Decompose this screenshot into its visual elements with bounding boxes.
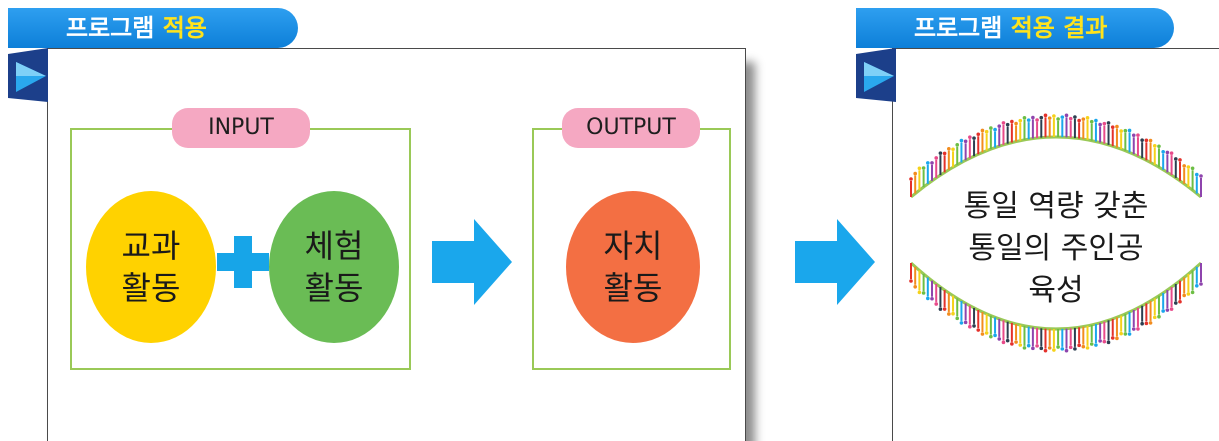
right-arrow-icon (795, 219, 875, 305)
output-label: OUTPUT (562, 108, 700, 148)
tab-program-result: 프로그램 적용 결과 (856, 8, 1174, 48)
tab-title-accent: 적용 결과 (1010, 14, 1108, 42)
plus-icon (217, 236, 269, 288)
tab-title-accent: 적용 (162, 14, 207, 42)
result-text: 통일 역량 갖춘 통일의 주인공 육성 (963, 189, 1149, 308)
right-arrow-icon (432, 219, 512, 305)
tab-title-prefix: 프로그램 (914, 14, 1011, 42)
subject-activity-oval: 교과 활동 (86, 191, 216, 343)
people-chain-illustration (909, 113, 1203, 353)
corner-ribbon-icon (8, 48, 48, 102)
experience-activity-oval: 체험 활동 (269, 191, 399, 343)
corner-ribbon-icon (856, 48, 896, 102)
input-label: INPUT (172, 108, 310, 148)
tab-program-application: 프로그램 적용 (8, 8, 298, 48)
tab-title-prefix: 프로그램 (66, 14, 163, 42)
program-result-panel (892, 48, 1219, 441)
autonomous-activity-oval: 자치 활동 (566, 191, 700, 343)
